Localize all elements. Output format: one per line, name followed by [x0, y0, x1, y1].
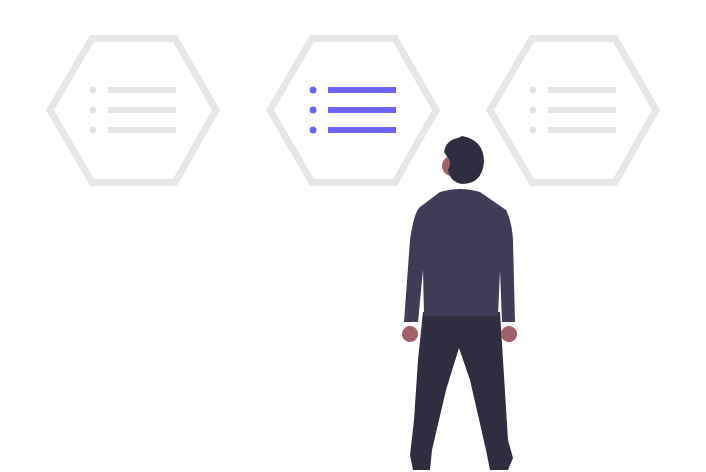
list-line [328, 127, 396, 133]
hexagon-icon [485, 35, 661, 186]
list-bullet-icon [89, 106, 97, 114]
list-bullet-icon [89, 86, 97, 94]
list-bullet-icon [89, 126, 97, 134]
hexagon-card-2[interactable] [265, 35, 441, 186]
list-bullet-icon [529, 106, 537, 114]
list-line [548, 87, 616, 93]
person-shirt [404, 189, 515, 322]
left-hand [402, 326, 418, 342]
right-hand [501, 326, 517, 342]
list-line [548, 127, 616, 133]
list-bullet-icon [529, 86, 537, 94]
list-line [328, 87, 396, 93]
person-pants [410, 312, 513, 470]
person-hair [444, 136, 484, 184]
hexagon-card-3[interactable] [485, 35, 661, 186]
hexagon-icon [265, 35, 441, 186]
list-bullet-icon [309, 86, 317, 94]
list-line [108, 127, 176, 133]
hexagon-icon [45, 35, 221, 186]
list-bullet-icon [309, 126, 317, 134]
person-figure [402, 136, 517, 470]
list-line [108, 107, 176, 113]
list-bullet-icon [309, 106, 317, 114]
list-line [548, 107, 616, 113]
list-line [328, 107, 396, 113]
hexagon-card-1[interactable] [45, 35, 221, 186]
list-line [108, 87, 176, 93]
list-bullet-icon [529, 126, 537, 134]
